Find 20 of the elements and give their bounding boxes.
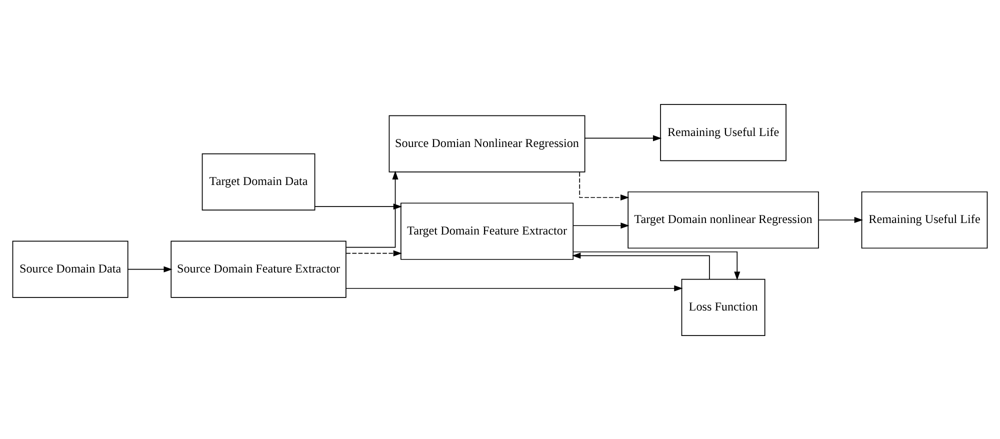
node-box: Source Domian Nonlinear Regression	[388, 114, 586, 172]
node-box: Target Domain Feature Extractor	[400, 202, 574, 260]
arrow	[573, 250, 740, 280]
arrow	[572, 252, 710, 280]
node-box: Source Domain Data	[12, 240, 128, 298]
arrow	[346, 250, 402, 256]
arrow	[818, 216, 863, 223]
arrow	[346, 284, 683, 291]
node-box: Source Domain Feature Extractor	[170, 240, 346, 298]
node-box: Target Domain nonlinear Regression	[628, 190, 819, 248]
arrow	[584, 134, 662, 141]
arrow	[572, 222, 630, 228]
node-box: Target Domain Data	[202, 152, 316, 210]
arrow	[314, 203, 402, 210]
node-box: Remaining Useful Life	[861, 190, 988, 248]
node-box: Loss Function	[681, 278, 766, 336]
node-box: Remaining Useful Life	[660, 104, 786, 161]
arrow	[128, 266, 172, 272]
arrow	[579, 171, 630, 200]
arrow	[346, 170, 398, 248]
